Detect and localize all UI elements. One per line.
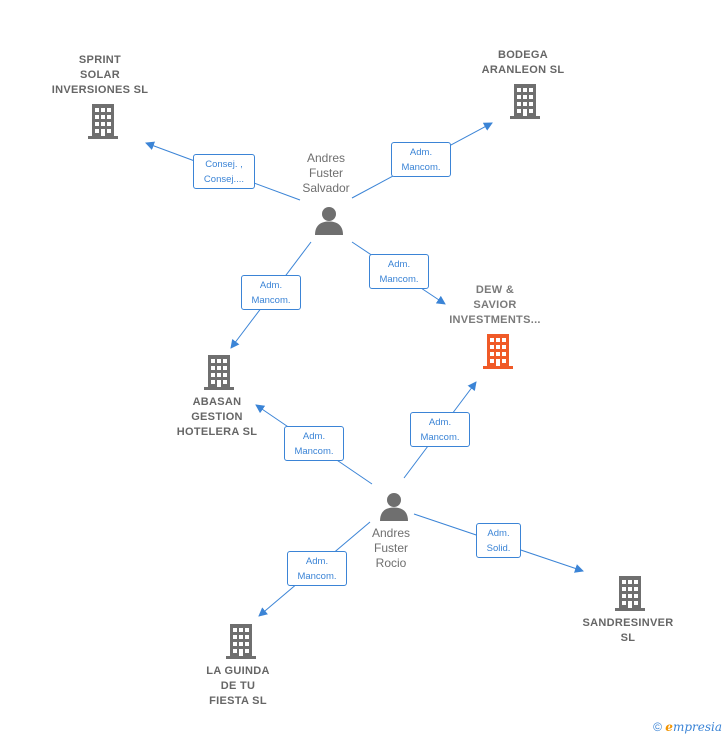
edge-label-rocio-sandres[interactable]: Adm. Solid. <box>476 523 521 558</box>
edge-line: Mancom. <box>420 432 460 443</box>
brand-logo-initial: e <box>665 720 673 734</box>
person-icon[interactable] <box>314 205 344 235</box>
edge-label-salvador-sprint[interactable]: Consej. , Consej.... <box>193 154 255 189</box>
label-line: DEW & <box>475 284 515 296</box>
label-line: INVERSIONES SL <box>51 84 149 96</box>
person-icon[interactable] <box>379 491 409 521</box>
label-line: BODEGA <box>497 49 549 61</box>
edge-line: Adm. <box>259 280 283 291</box>
label-line: Fuster <box>308 166 343 180</box>
building-icon[interactable] <box>508 83 542 119</box>
edge-line: Adm. <box>387 259 411 270</box>
label-line: ARANLEON SL <box>481 64 565 76</box>
company-label-sandres[interactable]: SANDRESINVER SL <box>568 616 688 646</box>
label-line: GESTION <box>191 411 243 423</box>
label-line: SAVIOR <box>473 299 517 311</box>
edge-label-rocio-abasan[interactable]: Adm. Mancom. <box>284 426 344 461</box>
label-line: DE TU <box>220 680 256 692</box>
company-label-laguinda[interactable]: LA GUINDA DE TU FIESTA SL <box>178 664 298 709</box>
copyright-symbol: © <box>653 720 662 734</box>
label-line: SPRINT <box>78 54 122 66</box>
edge-line: Adm. <box>305 556 329 567</box>
edge-label-rocio-dew[interactable]: Adm. Mancom. <box>410 412 470 447</box>
building-icon-highlighted[interactable] <box>481 333 515 369</box>
label-line: Andres <box>306 151 346 165</box>
edge-line: Adm. <box>428 417 452 428</box>
label-line: SOLAR <box>80 69 120 81</box>
edge-line: Solid. <box>486 543 511 554</box>
label-line: Andres <box>371 526 411 540</box>
label-line: Fuster <box>373 541 408 555</box>
edge-line: Mancom. <box>297 571 337 582</box>
label-line: Rocio <box>375 556 407 570</box>
edge-label-salvador-bodega[interactable]: Adm. Mancom. <box>391 142 451 177</box>
edge-line: Mancom. <box>379 274 419 285</box>
edge-line: Mancom. <box>294 446 334 457</box>
edge-line: Mancom. <box>401 162 441 173</box>
edge-label-salvador-abasan[interactable]: Adm. Mancom. <box>241 275 301 310</box>
footer-brand[interactable]: © empresia <box>653 720 722 734</box>
label-line: ABASAN <box>192 396 242 408</box>
edge-line: Consej. , <box>205 159 243 170</box>
brand-logo: empresia <box>665 720 722 734</box>
label-line: HOTELERA SL <box>176 426 258 438</box>
person-label-salvador[interactable]: Andres Fuster Salvador <box>276 151 376 196</box>
company-label-abasan[interactable]: ABASAN GESTION HOTELERA SL <box>157 395 277 440</box>
brand-logo-rest: mpresia <box>672 720 722 734</box>
edge-line: Adm. <box>487 528 510 539</box>
company-label-dew[interactable]: DEW & SAVIOR INVESTMENTS... <box>435 283 555 328</box>
building-icon[interactable] <box>224 623 258 659</box>
company-label-bodega[interactable]: BODEGA ARANLEON SL <box>463 48 583 78</box>
building-icon[interactable] <box>202 354 236 390</box>
building-icon[interactable] <box>613 575 647 611</box>
edge-label-rocio-laguinda[interactable]: Adm. Mancom. <box>287 551 347 586</box>
label-line: LA GUINDA <box>206 665 270 677</box>
label-line: SANDRESINVER <box>582 617 674 629</box>
edge-line: Adm. <box>302 431 326 442</box>
label-line: SL <box>620 632 636 644</box>
building-icon[interactable] <box>86 103 120 139</box>
label-line: FIESTA SL <box>209 695 267 707</box>
company-label-sprint[interactable]: SPRINT SOLAR INVERSIONES SL <box>40 53 160 98</box>
edge-label-salvador-dew[interactable]: Adm. Mancom. <box>369 254 429 289</box>
person-label-rocio[interactable]: Andres Fuster Rocio <box>341 526 441 571</box>
edge-line: Mancom. <box>251 295 291 306</box>
label-line: Salvador <box>302 181 350 195</box>
edge-line: Adm. <box>409 147 433 158</box>
label-line: INVESTMENTS... <box>449 314 541 326</box>
edge-line: Consej.... <box>203 174 245 185</box>
